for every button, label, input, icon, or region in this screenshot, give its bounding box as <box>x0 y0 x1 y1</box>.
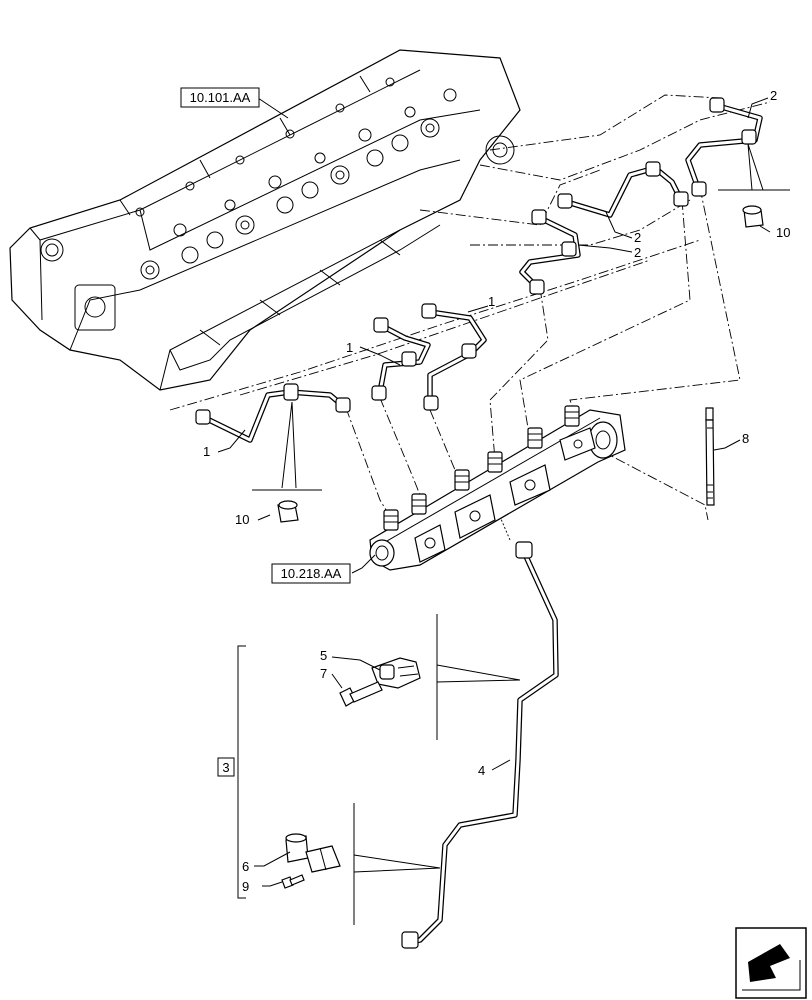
injector-pipes <box>195 97 790 491</box>
callout-1-middle: 1 <box>346 340 353 355</box>
callout-4: 4 <box>478 763 485 778</box>
arrow-down-left-icon[interactable] <box>735 927 807 999</box>
ref-kit[interactable]: 3 <box>217 757 235 777</box>
ref-cylinder-head[interactable]: 10.101.AA <box>180 87 260 108</box>
feed-pipe <box>353 541 559 949</box>
cylinder-head <box>9 49 521 391</box>
callout-7: 7 <box>320 666 327 681</box>
ref-fuel-rail[interactable]: 10.218.AA <box>271 563 351 584</box>
stud-bolt <box>705 407 715 506</box>
callout-9: 9 <box>242 879 249 894</box>
callout-2-upper: 2 <box>770 88 777 103</box>
ref-cylinder-head-label: 10.101.AA <box>190 90 251 105</box>
callout-8: 8 <box>742 431 749 446</box>
callout-10-right: 10 <box>776 225 790 240</box>
callout-10-left: 10 <box>235 512 249 527</box>
alignment-lines <box>169 94 771 541</box>
leader-lines <box>217 97 771 887</box>
fuel-rail <box>369 405 626 571</box>
callout-2-lower: 2 <box>634 245 641 260</box>
callout-1-lower: 1 <box>203 444 210 459</box>
clamp-assembly-lower <box>281 833 341 889</box>
callout-labels: 2 2 2 10 1 1 1 8 10 5 7 4 6 9 <box>203 88 790 894</box>
callout-1-upper: 1 <box>488 294 495 309</box>
clamp-assembly-upper <box>339 657 421 707</box>
ref-fuel-rail-label: 10.218.AA <box>281 566 342 581</box>
ref-kit-label: 3 <box>222 760 229 775</box>
callout-2-middle: 2 <box>634 230 641 245</box>
grommet-parts <box>277 205 764 523</box>
callout-6: 6 <box>242 859 249 874</box>
kit-bracket <box>237 645 246 899</box>
callout-5: 5 <box>320 648 327 663</box>
